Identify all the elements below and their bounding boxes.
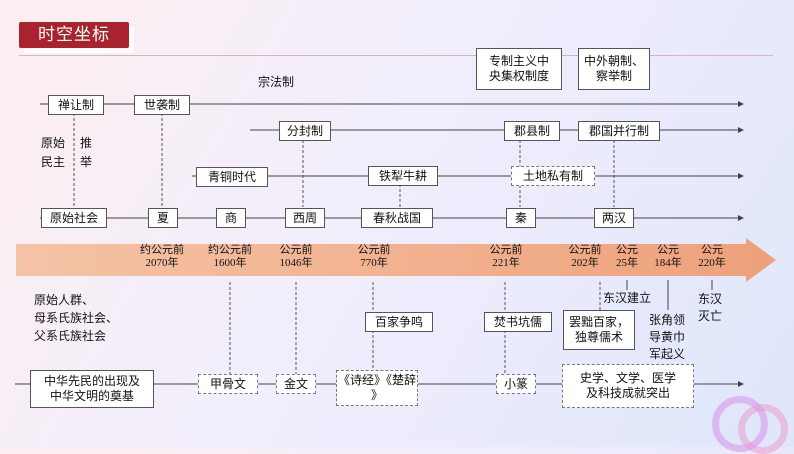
node-science: 史学、文学、医学及科技成就突出	[562, 364, 694, 408]
node-jiaguwen: 甲骨文	[198, 374, 258, 394]
node-junxian: 郡县制	[504, 121, 560, 141]
label-primitive-society: 原始人群、母系氏族社会、父系氏族社会	[34, 293, 119, 343]
page-title: 时空坐标	[38, 25, 110, 45]
label-tuiju: 推举	[80, 136, 93, 169]
arrow-head-3	[738, 173, 744, 179]
arrow-head-4	[738, 215, 744, 221]
label-donghan-jianli: 东汉建立	[603, 291, 652, 305]
timeline-arrow	[16, 238, 776, 282]
node-bachu: 罢黜百家，独尊儒术	[563, 310, 635, 350]
era-lianghan: 两汉	[594, 208, 634, 228]
node-fenfeng: 分封制	[279, 121, 331, 141]
label-yuanshi-minzhu: 原始民主	[41, 136, 66, 169]
label-zongfa: 宗法制	[258, 75, 295, 89]
node-junguo: 郡国并行制	[578, 121, 660, 141]
node-iron: 铁犁牛耕	[368, 166, 438, 186]
era-xia: 夏	[148, 208, 178, 228]
node-zhongwai: 中外朝制、察举制	[578, 48, 650, 90]
arrow-head-5	[738, 381, 744, 387]
node-jinwen: 金文	[276, 374, 316, 394]
era-qin: 秦	[506, 208, 536, 228]
era-shang: 商	[216, 208, 246, 228]
era-xizhou: 西周	[285, 208, 325, 228]
label-donghan-miewang: 东汉灭亡	[698, 292, 723, 323]
arrow-head-2	[738, 127, 744, 133]
node-shanrang: 禅让制	[48, 95, 104, 115]
node-bronze: 青铜时代	[196, 167, 268, 187]
node-fenshu: 焚书坑儒	[484, 312, 552, 332]
node-land: 土地私有制	[511, 166, 595, 186]
node-shijing-chuci: 《诗经》《楚辞》	[336, 370, 418, 406]
title-banner: 时空坐标	[19, 22, 129, 48]
arrow-head-1	[738, 101, 744, 107]
label-zhangjiao: 张角领导黄巾军起义	[649, 313, 686, 361]
node-xiaozhuan: 小篆	[496, 374, 536, 394]
node-shixi: 世袭制	[134, 95, 190, 115]
node-culture-origin: 中华先民的出现及中华文明的奠基	[30, 370, 154, 408]
node-zhuanzhi: 专制主义中央集权制度	[476, 48, 562, 90]
era-yuanshi: 原始社会	[41, 208, 107, 228]
node-baijia: 百家争鸣	[365, 312, 433, 332]
era-chunqiu: 春秋战国	[361, 208, 433, 228]
title-underline	[19, 55, 773, 56]
